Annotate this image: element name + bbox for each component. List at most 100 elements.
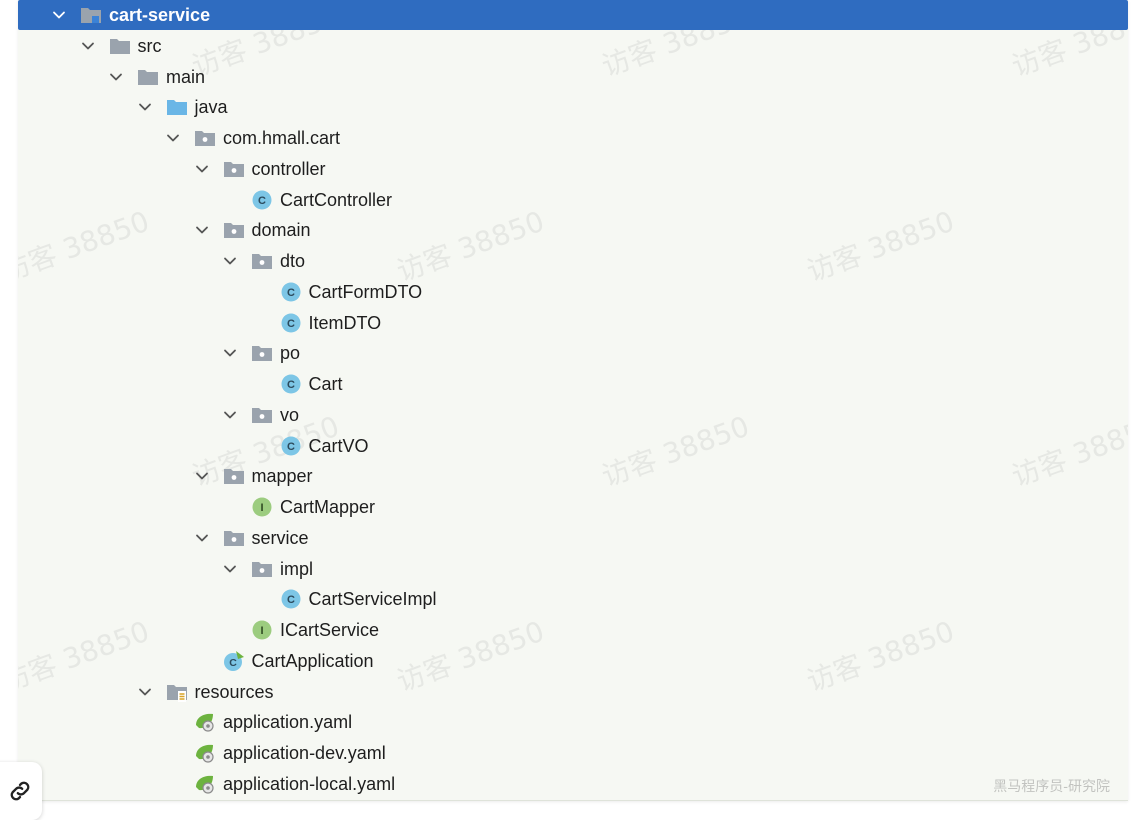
package-icon xyxy=(251,558,273,580)
chevron-down-icon[interactable] xyxy=(194,161,210,177)
tree-node-application-yaml[interactable]: application.yaml xyxy=(18,707,1128,737)
tree-node-mapper[interactable]: mapper xyxy=(18,461,1128,491)
tree-node-label: CartServiceImpl xyxy=(308,589,437,610)
tree-node-cartmapper[interactable]: I CartMapper xyxy=(18,492,1128,522)
tree-node-label: com.hmall.cart xyxy=(223,128,341,148)
chevron-down-icon[interactable] xyxy=(108,69,124,85)
tree-node-vo[interactable]: vo xyxy=(18,400,1128,430)
tree-node-label: main xyxy=(166,66,206,87)
tree-node-domain[interactable]: domain xyxy=(18,215,1128,245)
tree-node-label: application-dev.yaml xyxy=(223,743,386,763)
tree-node-dto[interactable]: dto xyxy=(18,246,1128,276)
tree-node-java[interactable]: java xyxy=(18,92,1128,122)
module-folder-icon xyxy=(80,4,102,26)
tree-node-cartserviceimpl[interactable]: C CartServiceImpl xyxy=(18,584,1128,614)
svg-text:C: C xyxy=(287,441,295,453)
chevron-down-icon[interactable] xyxy=(194,468,210,484)
chevron-down-icon[interactable] xyxy=(222,253,238,269)
tree-node-label: CartController xyxy=(280,189,393,210)
class-icon: C xyxy=(251,189,273,211)
chevron-down-icon[interactable] xyxy=(222,345,238,361)
tree-node-src[interactable]: src xyxy=(18,31,1128,61)
folder-icon xyxy=(137,66,159,88)
tree-node-label: CartVO xyxy=(308,435,369,456)
package-icon xyxy=(251,404,273,426)
tree-node-resources[interactable]: resources xyxy=(18,677,1128,707)
class-icon: C xyxy=(280,373,302,395)
source-root-folder-icon xyxy=(166,96,188,118)
interface-icon: I xyxy=(251,619,273,641)
tree-node-label: dto xyxy=(280,251,306,271)
class-icon: C xyxy=(280,312,302,334)
tree-node-label: vo xyxy=(280,404,300,425)
tree-node-label: controller xyxy=(251,158,326,179)
package-icon xyxy=(223,465,245,487)
svg-text:C: C xyxy=(229,657,237,669)
package-icon xyxy=(251,250,273,272)
chevron-down-icon[interactable] xyxy=(51,7,67,23)
tree-node-label: po xyxy=(280,343,301,364)
tree-node-label: ItemDTO xyxy=(308,312,382,333)
interface-icon: I xyxy=(251,496,273,518)
package-icon xyxy=(223,219,245,241)
svg-text:I: I xyxy=(260,502,263,514)
svg-text:C: C xyxy=(287,379,295,391)
svg-text:C: C xyxy=(287,287,295,299)
tree-node-label: CartFormDTO xyxy=(308,281,423,302)
tree-node-label: application.yaml xyxy=(223,712,353,733)
spring-config-icon xyxy=(194,711,216,733)
tree-node-main[interactable]: main xyxy=(18,62,1128,92)
svg-text:C: C xyxy=(287,318,295,330)
spring-boot-class-icon: C xyxy=(223,650,245,672)
tree-node-label: service xyxy=(251,527,309,548)
chevron-down-icon[interactable] xyxy=(222,407,238,423)
class-icon: C xyxy=(280,435,302,457)
tree-node-impl[interactable]: impl xyxy=(18,554,1128,584)
chevron-down-icon[interactable] xyxy=(222,561,238,577)
spring-config-icon xyxy=(194,773,216,795)
chevron-down-icon[interactable] xyxy=(137,684,153,700)
package-icon xyxy=(194,127,216,149)
tree-node-label: domain xyxy=(251,220,311,241)
link-button[interactable] xyxy=(0,762,42,820)
tree-node-application-local-yaml[interactable]: application-local.yaml xyxy=(18,769,1128,799)
tree-node-po[interactable]: po xyxy=(18,338,1128,368)
tree-node-cart-service[interactable]: cart-service xyxy=(18,0,1128,30)
tree-node-label: java xyxy=(194,97,228,118)
tree-node-controller[interactable]: controller xyxy=(18,154,1128,184)
chevron-down-icon[interactable] xyxy=(165,130,181,146)
tree-node-label: resources xyxy=(194,681,274,702)
chevron-down-icon[interactable] xyxy=(80,38,96,54)
tree-node-cartvo[interactable]: C CartVO xyxy=(18,431,1128,461)
tree-node-service[interactable]: service xyxy=(18,523,1128,553)
class-icon: C xyxy=(280,281,302,303)
folder-icon xyxy=(109,35,131,57)
package-icon xyxy=(223,158,245,180)
tree-node-label: impl xyxy=(280,558,314,579)
svg-text:C: C xyxy=(287,594,295,606)
svg-text:C: C xyxy=(258,195,266,207)
tree-node-cartcontroller[interactable]: C CartController xyxy=(18,185,1128,215)
chevron-down-icon[interactable] xyxy=(194,530,210,546)
tree-node-label: Cart xyxy=(308,374,343,394)
tree-node-label: CartMapper xyxy=(280,497,376,517)
tree-node-label: mapper xyxy=(251,466,313,487)
package-icon xyxy=(251,342,273,364)
chevron-down-icon[interactable] xyxy=(194,222,210,238)
tree-node-com-hmall-cart[interactable]: com.hmall.cart xyxy=(18,123,1128,153)
tree-node-itemdto[interactable]: C ItemDTO xyxy=(18,308,1128,338)
footer-watermark: 黑马程序员-研究院 xyxy=(993,779,1110,795)
tree-node-application-dev-yaml[interactable]: application-dev.yaml xyxy=(18,738,1128,768)
package-icon xyxy=(223,527,245,549)
tree-node-cart[interactable]: C Cart xyxy=(18,369,1128,399)
tree-node-label: cart-service xyxy=(109,5,211,25)
link-icon xyxy=(10,781,30,801)
resources-folder-icon xyxy=(166,681,188,703)
tree-node-label: application-local.yaml xyxy=(223,773,396,794)
svg-text:I: I xyxy=(260,625,263,637)
chevron-down-icon[interactable] xyxy=(137,99,153,115)
tree-node-cartformdto[interactable]: C CartFormDTO xyxy=(18,277,1128,307)
